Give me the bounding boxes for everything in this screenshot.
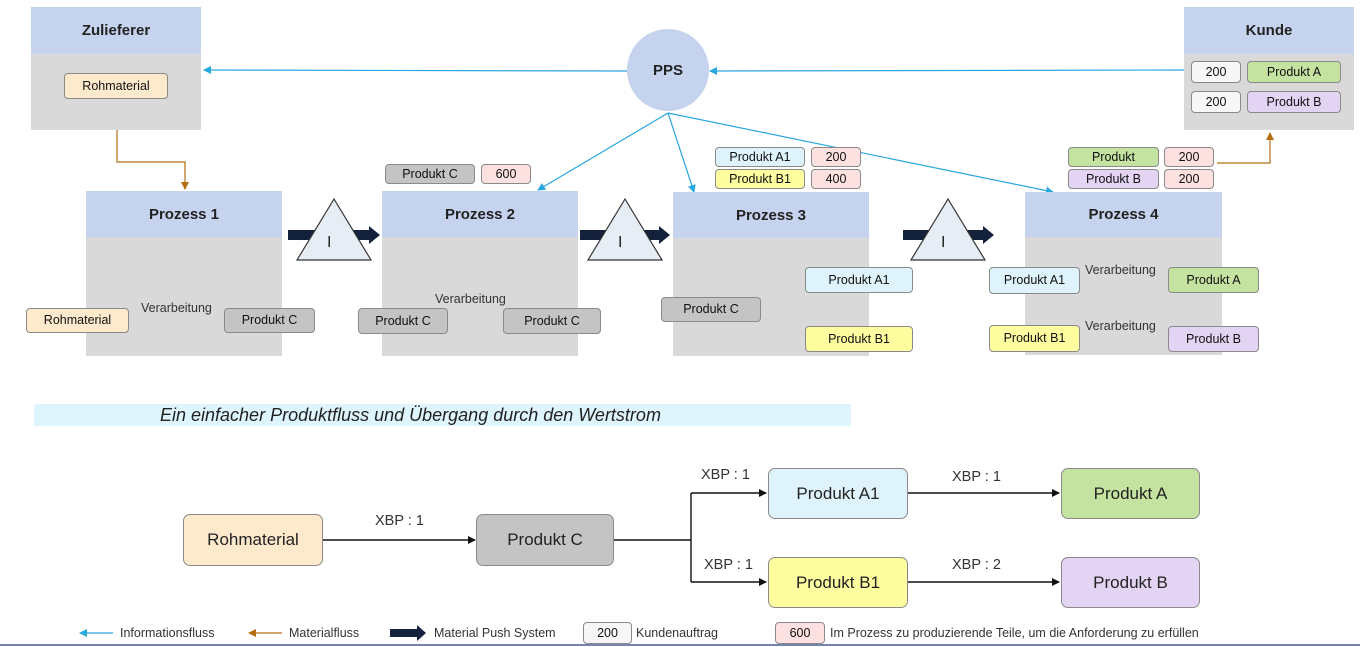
bom-edge-label: XBP : 1 [701,467,750,483]
process-3-demand-product: Produkt A1 [715,147,805,167]
legend-material-flow: Materialfluss [289,626,360,640]
legend-customer-order: Kundenauftrag [636,626,719,640]
inventory-triangles [295,197,987,261]
customer-order-qty: 200 [1191,61,1241,83]
process-4-input-b1: Produkt B1 [989,325,1080,352]
process-1-input: Rohmaterial [26,308,129,333]
process-4-activity: Verarbeitung [1085,319,1156,333]
supplier-header: Zulieferer [31,7,201,54]
process-4-demand-qty: 200 [1164,169,1214,189]
process-1-output: Produkt C [224,308,315,333]
process-3-header: Prozess 3 [673,192,869,238]
supplier-raw-material: Rohmaterial [64,73,168,99]
process-2-title: Prozess 2 [444,205,516,223]
process-3-demand-product: Produkt B1 [715,169,805,189]
material-flow-arrows [116,130,1274,190]
bom-node-raw: Rohmaterial [183,514,323,566]
customer-order-qty: 200 [1191,91,1241,113]
process-4-demand-product: Produkt B [1068,169,1159,189]
customer-header: Kunde [1184,7,1354,54]
process-4-demand-product: Produkt [1068,147,1159,167]
process-2-output: Produkt C [503,308,601,334]
legend-info-flow: Informationsfluss [120,626,215,640]
bom-node-b1: Produkt B1 [768,557,908,608]
bom-node-b: Produkt B [1061,557,1200,608]
subtitle-text: Ein einfacher Produktfluss und Übergang … [160,404,661,425]
process-4-demand-qty: 200 [1164,147,1214,167]
bom-node-a: Produkt A [1061,468,1200,519]
process-1-activity: Verarbeitung [141,301,212,315]
legend-parts-sample: 600 [775,622,825,644]
legend-parts-to-produce: Im Prozess zu produzierende Teile, um di… [830,626,1199,640]
bom-connectors [323,489,1060,586]
process-1-title: Prozess 1 [148,205,220,223]
customer-title: Kunde [1245,22,1293,39]
bom-edge-label: XBP : 2 [952,557,1001,573]
bom-node-a1: Produkt A1 [768,468,908,519]
process-3-input: Produkt C [661,297,761,322]
bom-edge-label: XBP : 1 [952,469,1001,485]
process-3-title: Prozess 3 [735,206,807,224]
process-1-body [86,237,282,356]
process-2-body [382,237,578,356]
customer-order-product: Produkt B [1247,91,1341,113]
process-2-input: Produkt C [358,308,448,334]
process-3-demand-qty: 200 [811,147,861,167]
legend-order-sample: 200 [583,622,632,644]
process-2-demand-qty: 600 [481,164,531,184]
bom-node-c: Produkt C [476,514,614,566]
process-4-activity: Verarbeitung [1085,263,1156,277]
bom-edge-label: XBP : 1 [704,557,753,573]
process-4-title: Prozess 4 [1088,206,1159,223]
supplier-title: Zulieferer [81,22,151,39]
process-2-activity: Verarbeitung [435,292,506,306]
process-3-output-b1: Produkt B1 [805,326,913,352]
inventory-label: I [941,234,946,251]
customer-order-product: Produkt A [1247,61,1341,83]
process-3-output-a1: Produkt A1 [805,267,913,293]
pps-node: PPS [627,29,709,111]
process-2-demand-product: Produkt C [385,164,475,184]
process-1-header: Prozess 1 [86,191,282,237]
process-4-input-a1: Produkt A1 [989,267,1080,294]
pps-label: PPS [652,61,683,79]
process-4-output-b: Produkt B [1168,326,1259,352]
inventory-label: I [327,234,332,251]
process-4-header: Prozess 4 [1025,192,1222,237]
legend-push-system: Material Push System [434,626,556,640]
diagram-subtitle: Ein einfacher Produktfluss und Übergang … [34,404,851,426]
bom-edge-label: XBP : 1 [375,513,424,529]
inventory-label: I [618,234,623,251]
process-4-output-a: Produkt A [1168,267,1259,293]
process-2-header: Prozess 2 [382,191,578,237]
process-3-demand-qty: 400 [811,169,861,189]
legend-symbols [79,625,426,641]
